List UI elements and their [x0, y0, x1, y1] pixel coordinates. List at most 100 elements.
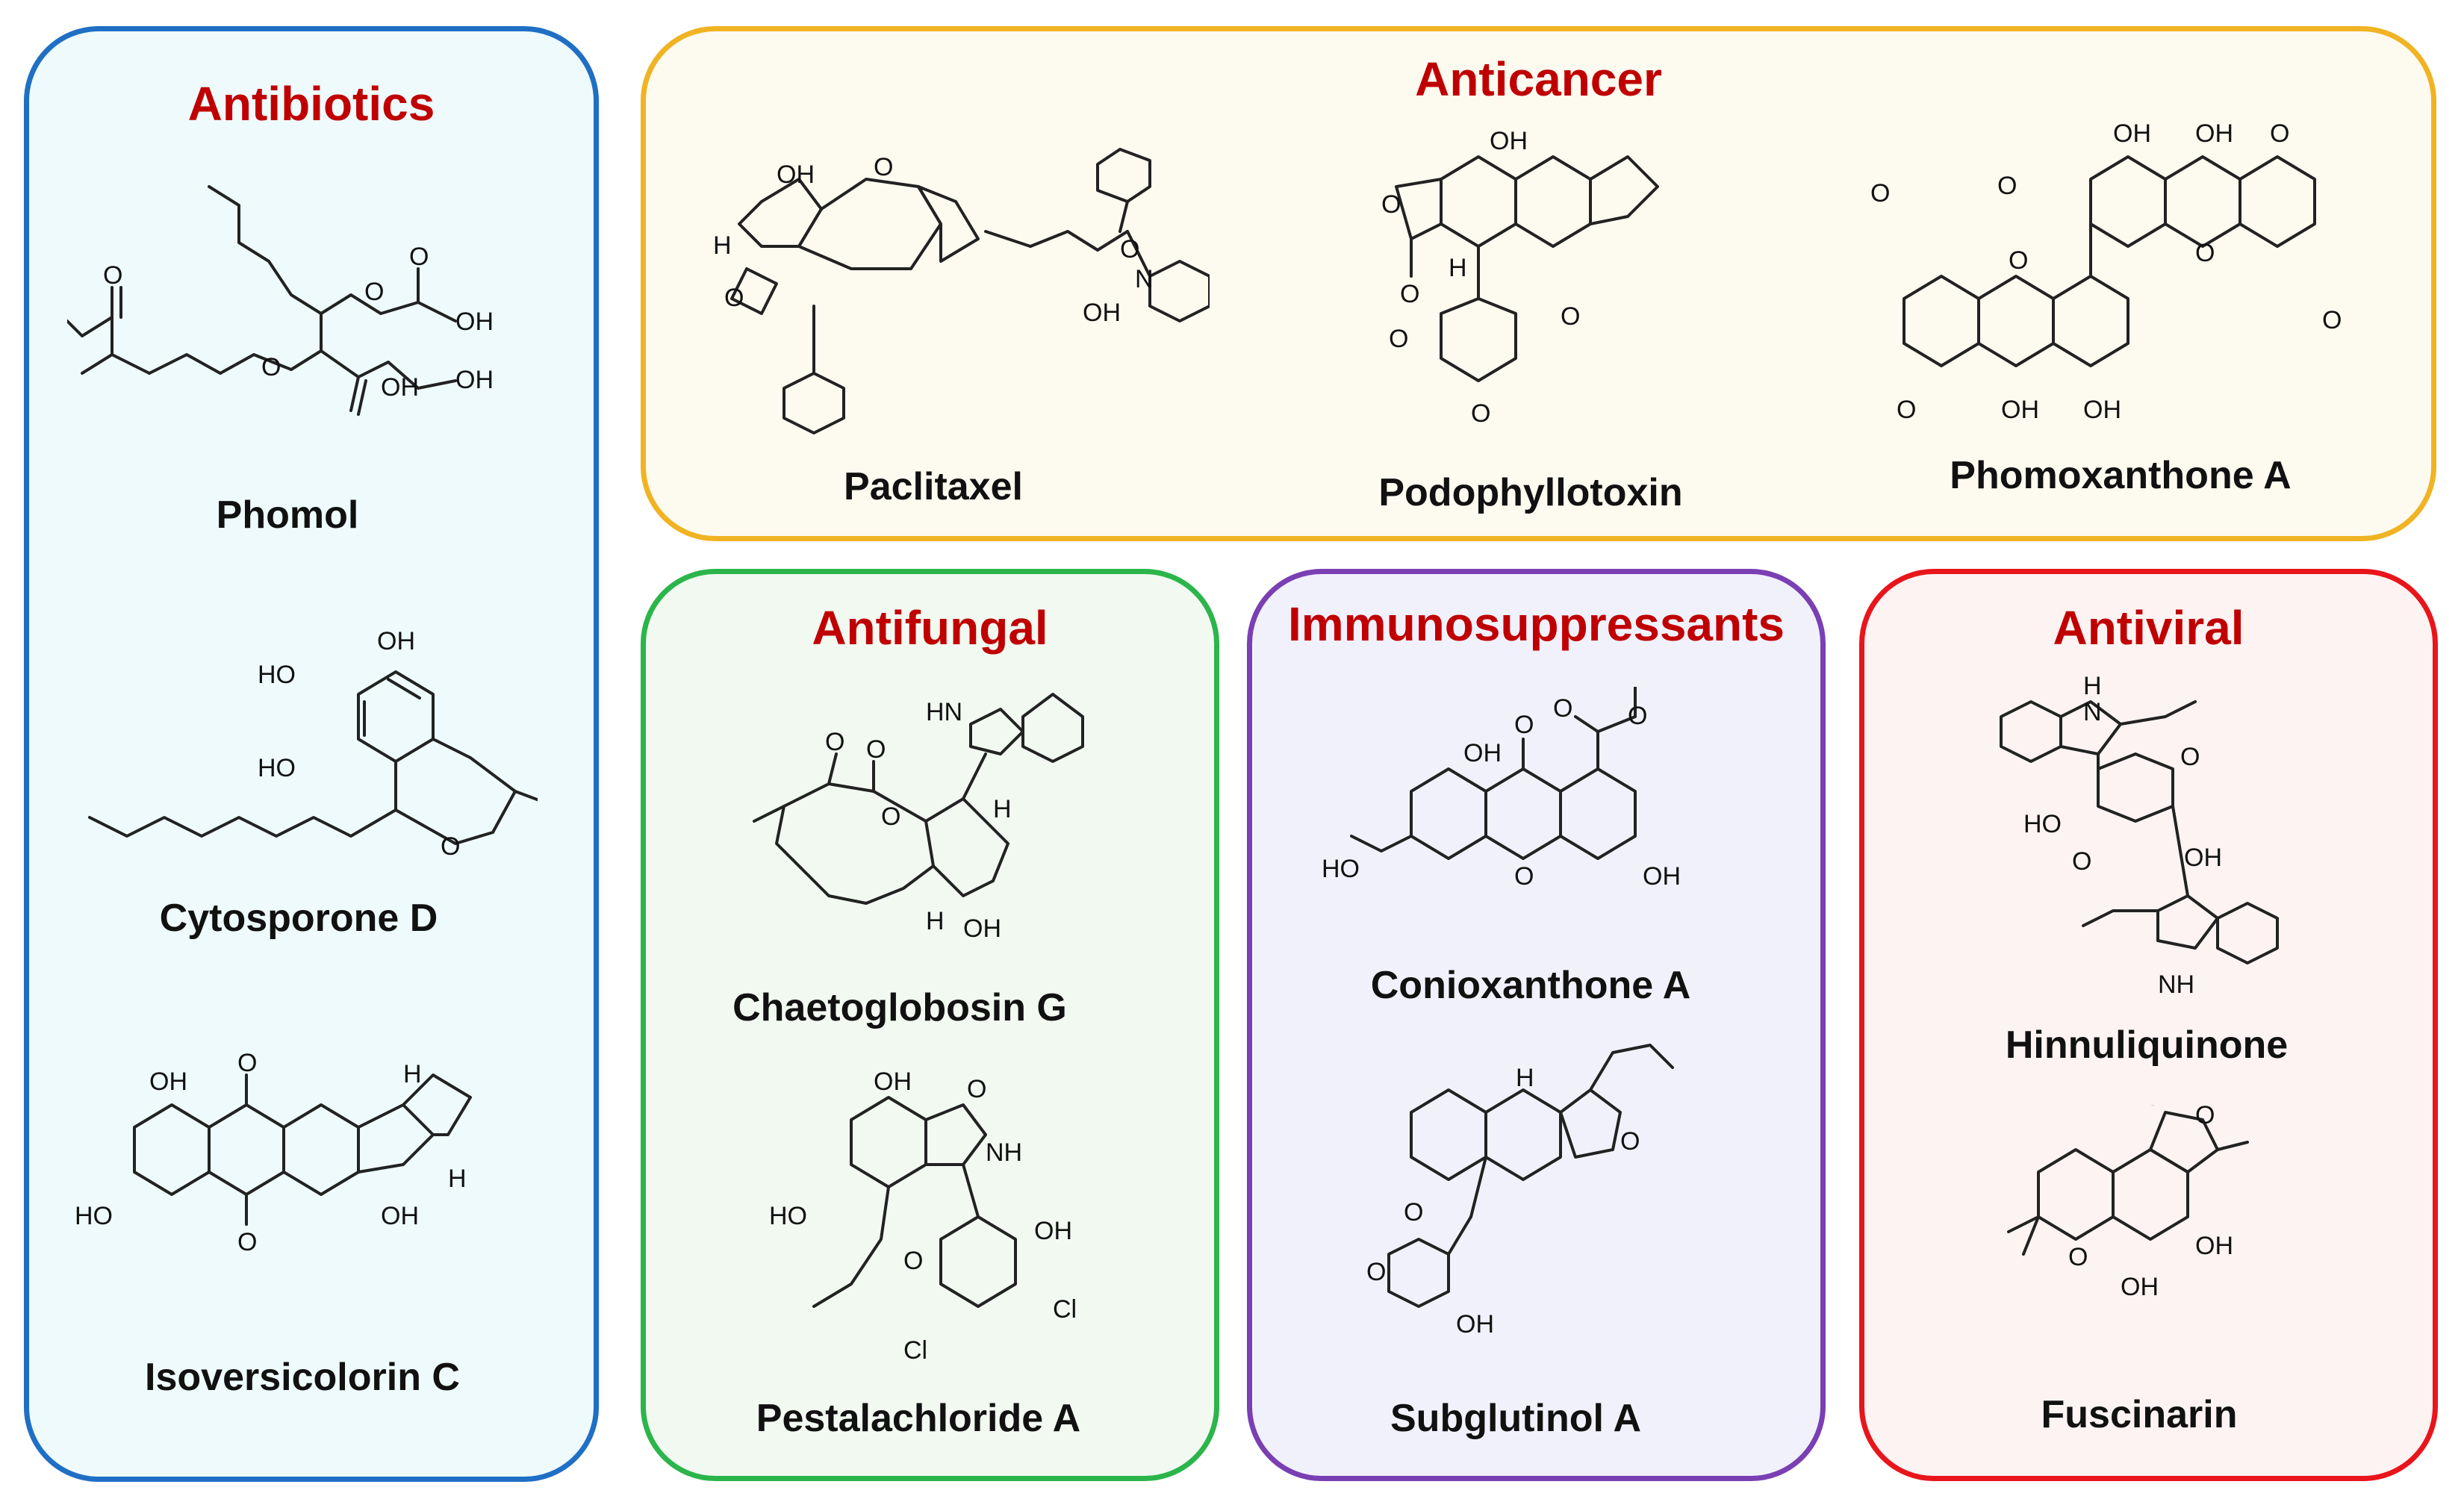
atom-label: H: [926, 907, 945, 935]
antiviral-title: Antiviral: [2053, 601, 2244, 655]
compound-name-subglutinol-a: Subglutinol A: [1390, 1397, 1641, 1440]
atom-label: NH: [2158, 970, 2194, 999]
phomol-structure: O O O O OH OH OH: [67, 185, 494, 416]
atom-label: OH: [963, 914, 1001, 943]
atom-label: H: [993, 795, 1012, 823]
hinnuliquinone-structure: H N O HO OH O NH: [2000, 672, 2279, 999]
atom-label: O: [1870, 179, 1890, 208]
atom-label: O: [1897, 396, 1916, 424]
atom-label: O: [441, 832, 460, 861]
atom-label: O: [866, 735, 886, 764]
atom-label: O: [1400, 280, 1419, 308]
atom-label: O: [2270, 119, 2289, 148]
atom-label: O: [2068, 1243, 2088, 1271]
antifungal-title: Antifungal: [812, 601, 1048, 655]
atom-label: HO: [769, 1202, 807, 1230]
atom-label: O: [1120, 235, 1139, 264]
antifungal-panel: Antifungal: [641, 569, 1219, 1481]
compound-name-hinnuliquinone: Hinnuliquinone: [2005, 1023, 2289, 1067]
atom-label: O: [874, 153, 893, 181]
atom-label: O: [903, 1247, 923, 1275]
atom-label: O: [1366, 1258, 1386, 1286]
compound-name-conioxanthone-a: Conioxanthone A: [1370, 964, 1691, 1007]
compound-name-phomoxanthone-a: Phomoxanthone A: [1950, 454, 2292, 497]
atom-label: OH: [381, 373, 419, 402]
atom-label: N: [1135, 265, 1154, 293]
atom-label: OH: [149, 1068, 187, 1096]
atom-label: O: [881, 803, 900, 831]
atom-label: OH: [1490, 127, 1528, 155]
subglutinol-a-structure: H O O O OH: [1366, 1044, 1674, 1339]
atom-label: O: [1553, 694, 1572, 723]
atom-label: O: [1381, 190, 1401, 219]
atom-label: O: [237, 1228, 257, 1256]
atom-label: O: [2322, 306, 2342, 334]
compound-name-chaetoglobosin-g: Chaetoglobosin G: [732, 986, 1067, 1029]
atom-label: OH: [381, 1202, 419, 1230]
atom-label: OH: [2195, 1232, 2233, 1260]
atom-label: O: [1514, 862, 1534, 891]
atom-label: H: [2083, 672, 2102, 700]
compound-name-pestalachloride-a: Pestalachloride A: [756, 1397, 1081, 1440]
atom-label: OH: [2001, 396, 2039, 424]
atom-label: O: [2009, 246, 2028, 275]
fuscinarin-structure: O O O OH OH: [2007, 1105, 2249, 1301]
antibiotics-panel: Antibiotics: [24, 26, 599, 1482]
atom-label: O: [2195, 239, 2215, 267]
atom-label: O: [1389, 325, 1408, 353]
atom-label: OH: [2113, 119, 2151, 148]
atom-label: O: [364, 278, 384, 306]
atom-label: HO: [258, 754, 296, 782]
atom-label: O: [1561, 302, 1580, 331]
anticancer-title: Anticancer: [1415, 52, 1662, 106]
atom-label: OH: [1456, 1310, 1494, 1339]
compound-name-fuscinarin: Fuscinarin: [2041, 1393, 2238, 1436]
atom-label: H: [713, 231, 732, 260]
atom-label: HO: [1322, 855, 1360, 883]
atom-label: H: [1516, 1064, 1534, 1092]
atom-label: OH: [1034, 1217, 1072, 1245]
compound-name-isoversicolorin-c: Isoversicolorin C: [145, 1356, 460, 1399]
atom-label: OH: [455, 366, 494, 394]
podophyllotoxin-structure: OH O O H O O O: [1381, 127, 1659, 428]
atom-label: OH: [2195, 119, 2233, 148]
immunosuppressants-panel: Immunosuppressants: [1247, 569, 1826, 1481]
atom-label: O: [409, 243, 429, 271]
atom-label: O: [1514, 711, 1534, 739]
atom-label: O: [825, 728, 844, 756]
compound-name-podophyllotoxin: Podophyllotoxin: [1378, 471, 1683, 514]
atom-label: O: [724, 284, 744, 312]
atom-label: Cl: [903, 1336, 927, 1365]
atom-label: H: [448, 1165, 467, 1193]
atom-label: O: [1404, 1198, 1423, 1227]
atom-label: OH: [1643, 862, 1681, 891]
cytosporone-d-structure: OH HO HO O: [88, 627, 538, 861]
atom-label: OH: [377, 627, 415, 655]
atom-label: O: [2143, 1105, 2162, 1111]
atom-label: O: [1628, 702, 1647, 730]
atom-label: H: [1449, 254, 1467, 282]
atom-label: Cl: [1053, 1295, 1077, 1324]
atom-label: O: [2072, 847, 2091, 876]
anticancer-panel: Anticancer: [641, 26, 2436, 541]
atom-label: HO: [2023, 810, 2062, 838]
atom-label: OH: [1083, 299, 1121, 327]
atom-label: OH: [1463, 739, 1502, 767]
atom-label: O: [1620, 1127, 1640, 1156]
conioxanthone-a-structure: OH O O O HO O OH: [1322, 687, 1681, 891]
paclitaxel-structure: OH H O O OH N O: [713, 148, 1210, 434]
compound-name-phomol: Phomol: [216, 493, 359, 537]
atom-label: NH: [986, 1138, 1022, 1167]
antibiotics-title: Antibiotics: [187, 77, 435, 131]
atom-label: O: [2180, 743, 2200, 771]
atom-label: H: [403, 1060, 422, 1088]
atom-label: N: [2083, 698, 2102, 726]
atom-label: OH: [455, 308, 494, 336]
atom-label: O: [103, 261, 122, 290]
atom-label: O: [261, 353, 281, 381]
compound-name-paclitaxel: Paclitaxel: [844, 465, 1023, 508]
atom-label: O: [1471, 399, 1490, 428]
pestalachloride-a-structure: OH O NH HO OH O Cl Cl: [769, 1068, 1077, 1365]
atom-label: OH: [777, 161, 815, 189]
atom-label: O: [2195, 1105, 2215, 1129]
